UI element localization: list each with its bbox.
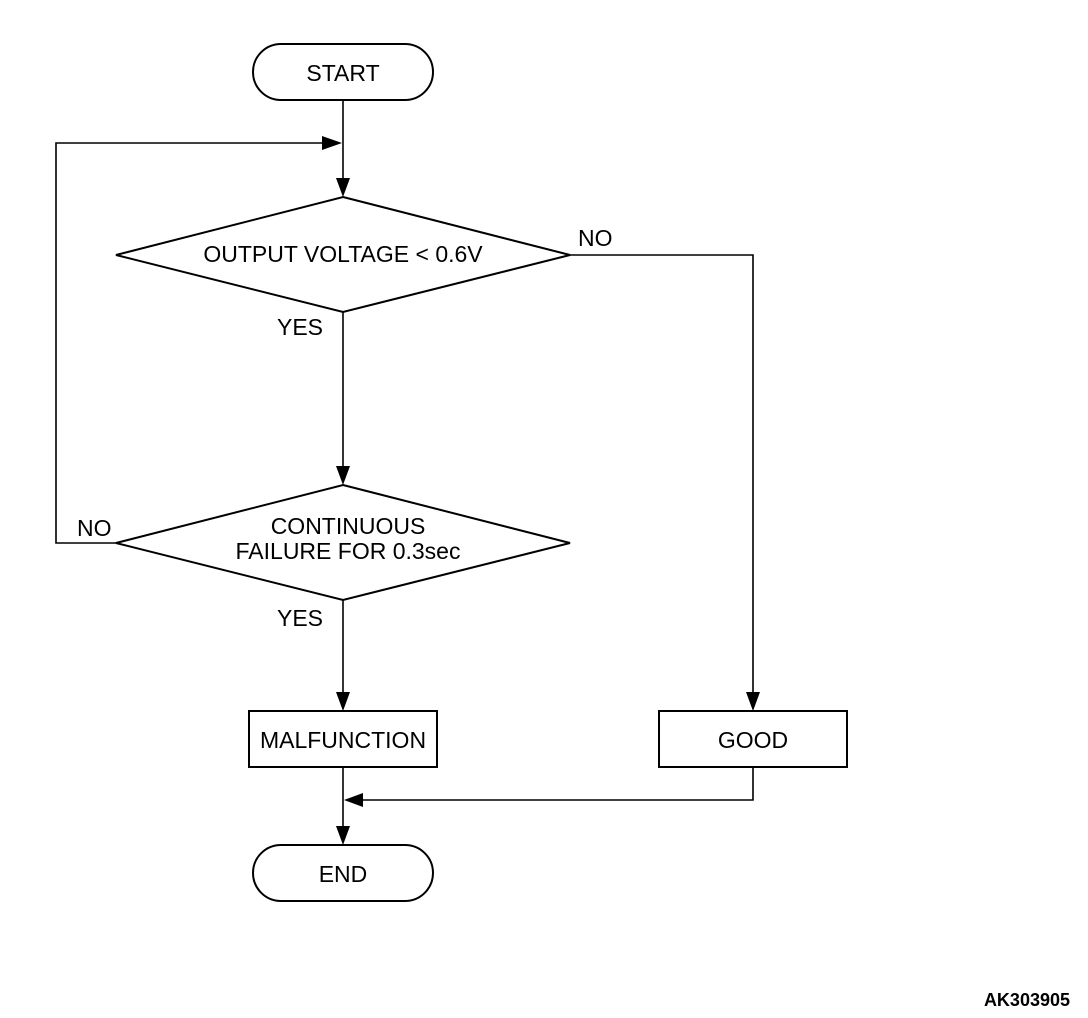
arrowhead-to-malfunction	[336, 692, 350, 711]
decision1-yes-label: YES	[277, 314, 323, 340]
good-box-shape	[658, 710, 848, 768]
arrowhead-to-good	[746, 692, 760, 711]
start-terminal: START	[252, 43, 434, 101]
arrowhead-to-decision2	[336, 466, 350, 485]
decision-output-voltage-label: OUTPUT VOLTAGE < 0.6V	[203, 241, 483, 267]
arrowhead-good-join	[344, 793, 363, 807]
good-label: GOOD	[718, 727, 788, 753]
figure-code: AK303905	[984, 990, 1070, 1010]
decision-continuous-failure: CONTINUOUS FAILURE FOR 0.3sec	[115, 483, 571, 602]
decision2-no-label: NO	[77, 515, 112, 541]
arrowheads	[322, 136, 760, 845]
connector-good-to-end	[363, 767, 754, 801]
decision-continuous-failure-label-line2: FAILURE FOR 0.3sec	[236, 538, 461, 564]
connector-loop-back	[55, 142, 322, 544]
arrowhead-to-decision1	[336, 178, 350, 197]
malfunction-label: MALFUNCTION	[260, 727, 426, 753]
decision2-yes-label: YES	[277, 605, 323, 631]
connectors	[55, 100, 754, 826]
end-terminal-shape	[252, 844, 434, 902]
malfunction-box-shape	[248, 710, 438, 768]
end-terminal: END	[252, 844, 434, 902]
decision-output-voltage-shape	[115, 195, 571, 314]
good-box: GOOD	[658, 710, 848, 768]
decision-continuous-failure-shape	[115, 483, 571, 602]
decision1-no-label: NO	[578, 225, 613, 251]
decision-output-voltage: OUTPUT VOLTAGE < 0.6V	[115, 195, 571, 314]
arrowhead-loop-back	[322, 136, 342, 150]
decision-continuous-failure-label-line1: CONTINUOUS	[271, 513, 426, 539]
arrowhead-to-end	[336, 826, 350, 845]
start-terminal-shape	[252, 43, 434, 101]
connector-decision1-no	[570, 254, 754, 692]
start-label: START	[306, 60, 379, 86]
malfunction-box: MALFUNCTION	[248, 710, 438, 768]
end-label: END	[319, 861, 368, 887]
